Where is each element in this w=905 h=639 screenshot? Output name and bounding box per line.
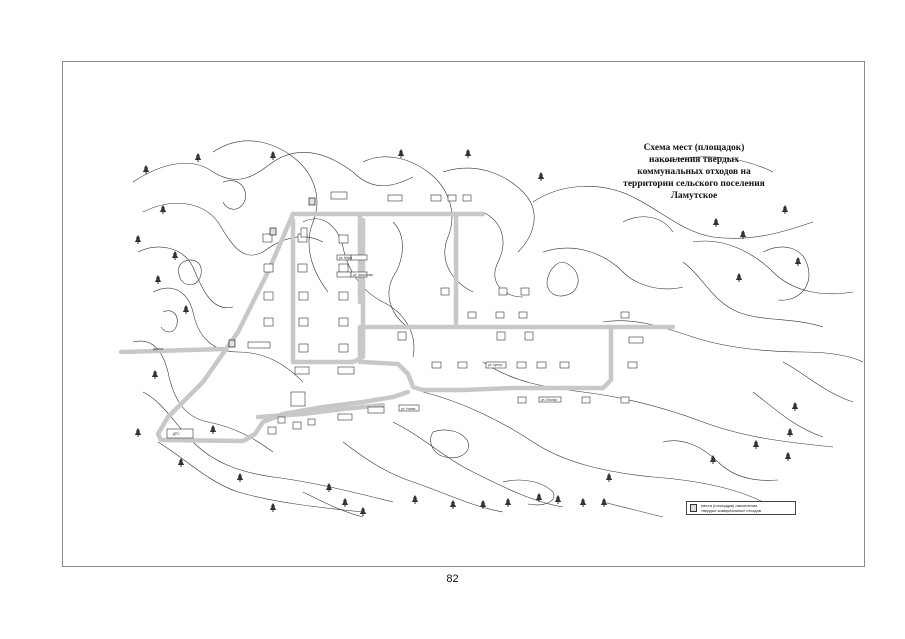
tree-icon — [359, 507, 367, 516]
collection-point-icon[interactable] — [308, 197, 316, 206]
tree-icon — [739, 230, 747, 239]
tree-icon — [151, 370, 159, 379]
tree-icon — [159, 205, 167, 214]
tree-icon — [236, 473, 244, 482]
svg-text:ДРС: ДРС — [173, 432, 180, 436]
tree-icon — [411, 495, 419, 504]
collection-point-icon — [690, 504, 697, 512]
tree-icon — [791, 402, 799, 411]
tree-icon — [464, 149, 472, 158]
map-frame: ул. Мира ул. Школьная ул. Центр. ул. Лес… — [62, 61, 865, 567]
tree-icon — [269, 151, 277, 160]
tree-icon — [154, 275, 162, 284]
tree-icon — [171, 251, 179, 260]
tree-icon — [781, 205, 789, 214]
map-title: Схема мест (площадок) накопления твердых… — [623, 143, 765, 201]
tree-icon — [449, 500, 457, 509]
tree-icon — [479, 500, 487, 509]
tree-icon — [134, 428, 142, 437]
tree-icon — [269, 503, 277, 512]
tree-icon — [554, 495, 562, 504]
tree-icon — [794, 257, 802, 266]
svg-text:дорога: дорога — [153, 347, 163, 351]
svg-text:ул. Новая: ул. Новая — [401, 407, 416, 411]
tree-icon — [504, 498, 512, 507]
collection-point-icon[interactable] — [228, 339, 236, 348]
tree-icon — [134, 235, 142, 244]
tree-icon — [712, 218, 720, 227]
tree-icon — [209, 425, 217, 434]
tree-icon — [142, 165, 150, 174]
svg-text:ул. Школьная: ул. Школьная — [353, 273, 373, 277]
svg-text:ул. Мира: ул. Мира — [339, 256, 352, 260]
tree-icon — [341, 498, 349, 507]
map-legend: места (площадки) накопления твердых комм… — [686, 501, 796, 515]
tree-icon — [786, 428, 794, 437]
svg-text:ул. Лесная: ул. Лесная — [541, 398, 557, 402]
buildings — [166, 191, 644, 439]
tree-icon — [600, 498, 608, 507]
building-labels: ул. Мира ул. Школьная ул. Центр. ул. Лес… — [153, 256, 557, 436]
tree-icon — [784, 452, 792, 461]
svg-text:ул. Центр.: ул. Центр. — [488, 363, 503, 367]
tree-icon — [537, 172, 545, 181]
page-number: 82 — [446, 573, 459, 585]
tree-icon — [735, 273, 743, 282]
roads — [118, 211, 676, 444]
legend-text: места (площадки) накопления твердых комм… — [701, 503, 761, 513]
collection-point-icon[interactable] — [269, 227, 277, 236]
tree-icon — [397, 149, 405, 158]
tree-icon — [182, 305, 190, 314]
trees — [134, 149, 802, 516]
tree-icon — [194, 153, 202, 162]
tree-icon — [709, 455, 717, 464]
terrain-contours — [132, 140, 864, 518]
tree-icon — [605, 473, 613, 482]
tree-icon — [579, 498, 587, 507]
settlement-map[interactable]: ул. Мира ул. Школьная ул. Центр. ул. Лес… — [63, 62, 865, 567]
tree-icon — [752, 440, 760, 449]
tree-icon — [325, 483, 333, 492]
waste-collection-points[interactable] — [228, 197, 316, 348]
tree-icon — [177, 458, 185, 467]
tree-icon — [535, 493, 543, 502]
